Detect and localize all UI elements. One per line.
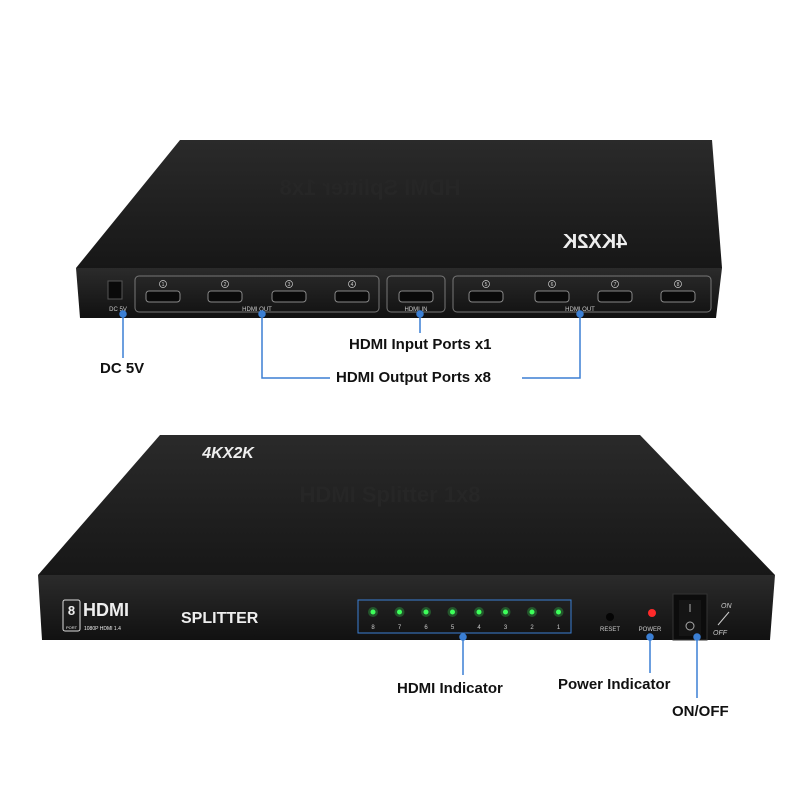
- hdmi-out-port: 7: [597, 280, 633, 303]
- logo-port-box: [62, 599, 81, 632]
- splitter-label: SPLITTER: [181, 610, 259, 627]
- port-number: 6: [551, 282, 554, 288]
- callout-output: HDMI Output Ports x8: [336, 369, 492, 386]
- callout-dc: DC 5V: [100, 360, 145, 377]
- dc-label: DC 5V: [109, 307, 127, 313]
- switch-off-mark: [685, 621, 695, 631]
- hdmi-in-port: [398, 290, 434, 303]
- rear-embossed-title: HDMI Splitter 1x8: [280, 175, 461, 200]
- callout-power-indicator: Power Indicator: [558, 676, 671, 693]
- front-device: 4KX2K HDMI Splitter 1x8 8 PORT HDMI 1080…: [38, 435, 775, 641]
- power-led: [648, 609, 656, 617]
- hdmi-in-group: [386, 275, 446, 313]
- hdmi-out-port: 3: [271, 280, 307, 303]
- hdmi-out-port: 4: [334, 280, 370, 303]
- hdmi-out-port: 1: [145, 280, 181, 303]
- port-number: 7: [614, 282, 617, 288]
- hdmi-led: [556, 609, 561, 615]
- led-panel: [357, 599, 572, 634]
- led-number: 1: [557, 625, 561, 631]
- hdmi-out-label-2: HDMI OUT: [565, 307, 595, 313]
- hdmi-out-port: 2: [207, 280, 243, 303]
- port-number: 1: [162, 282, 165, 288]
- port-number: 8: [677, 282, 680, 288]
- logo-count: 8: [68, 603, 75, 618]
- front-device-front-panel: [38, 575, 775, 640]
- switch-slash: [717, 611, 730, 626]
- logo-port: PORT: [66, 625, 78, 630]
- hdmi-out-group-1: [134, 275, 380, 313]
- hdmi-in-label: HDMI IN: [405, 307, 428, 313]
- hdmi-led: [423, 609, 429, 615]
- reset-label: RESET: [600, 627, 620, 633]
- port-number: 5: [485, 282, 488, 288]
- port-number: 3: [288, 282, 291, 288]
- hdmi-led: [370, 609, 376, 615]
- led-number: 2: [530, 625, 534, 631]
- rear-device: HDMI Splitter 1x8 4KX2K DC 5V HDMI OUT H…: [76, 140, 722, 318]
- reset-button[interactable]: [606, 613, 614, 621]
- switch-off-label: OFF: [713, 630, 728, 637]
- front-badge: 4KX2K: [201, 445, 255, 462]
- port-number: 4: [351, 282, 354, 288]
- hdmi-out-port: 5: [468, 280, 504, 303]
- led-number: 8: [371, 625, 375, 631]
- led-number: 3: [504, 625, 508, 631]
- dc-jack: [107, 280, 123, 300]
- hdmi-led: [529, 609, 535, 615]
- power-switch-rocker[interactable]: [679, 600, 701, 636]
- logo-brand: HDMI: [83, 600, 129, 620]
- rear-device-top: [76, 140, 722, 268]
- callout-onoff: ON/OFF: [672, 703, 729, 720]
- front-embossed-title: HDMI Splitter 1x8: [300, 482, 481, 507]
- power-label: POWER: [639, 627, 662, 633]
- led-number: 7: [398, 625, 402, 631]
- hdmi-out-port: 8: [660, 280, 696, 303]
- led-number: 4: [477, 625, 481, 631]
- logo-spec: 1080P HDMI 1.4: [84, 626, 121, 632]
- hdmi-out-label-1: HDMI OUT: [242, 307, 272, 313]
- hdmi-led: [503, 609, 508, 615]
- switch-on-label: ON: [721, 603, 732, 610]
- callout-lines: [119, 310, 701, 698]
- callout-hdmi-indicator: HDMI Indicator: [397, 680, 503, 697]
- port-number: 2: [224, 282, 227, 288]
- hdmi-led: [397, 609, 402, 615]
- hdmi-led: [476, 609, 482, 615]
- led-number: 6: [424, 625, 428, 631]
- rear-badge: 4KX2K: [562, 231, 627, 253]
- hdmi-led: [450, 609, 455, 615]
- front-device-top: [38, 435, 775, 575]
- callout-input: HDMI Input Ports x1: [349, 336, 492, 353]
- hdmi-out-port: 6: [534, 280, 570, 303]
- led-number: 5: [451, 625, 455, 631]
